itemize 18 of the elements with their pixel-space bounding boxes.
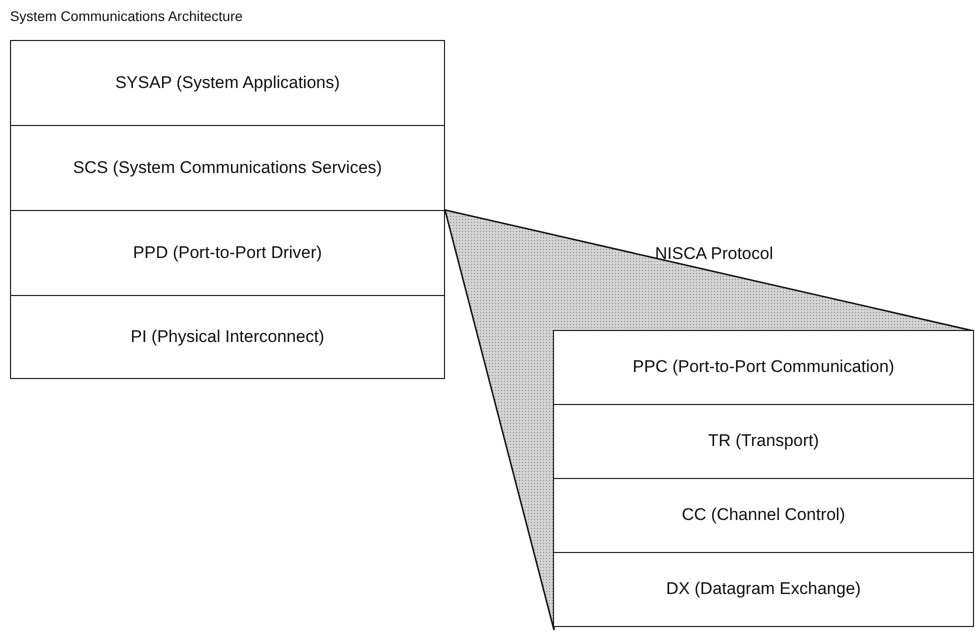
layer-box [553,404,974,479]
layer-label: SCS (System Communications Services) [73,156,382,179]
layer-label: CC (Channel Control) [682,504,846,526]
layer-box [10,210,445,296]
layer-box [553,478,974,553]
layer-label: PPC (Port-to-Port Communication) [632,356,894,378]
layer-label: PI (Physical Interconnect) [130,326,324,348]
layer-box [10,295,445,379]
protocol-label: NISCA Protocol [655,244,774,264]
layer-label: DX (Datagram Exchange) [666,578,861,600]
diagram-title: System Communications Architecture [10,8,243,24]
layer-label: SYSAP (System Applications) [115,72,340,94]
layer-box [553,330,974,405]
layer-box [10,125,445,211]
layer-label: PPD (Port-to-Port Driver) [133,242,322,264]
layer-box [553,552,974,627]
layer-label: TR (Transport) [708,430,819,452]
layer-box [10,40,445,126]
